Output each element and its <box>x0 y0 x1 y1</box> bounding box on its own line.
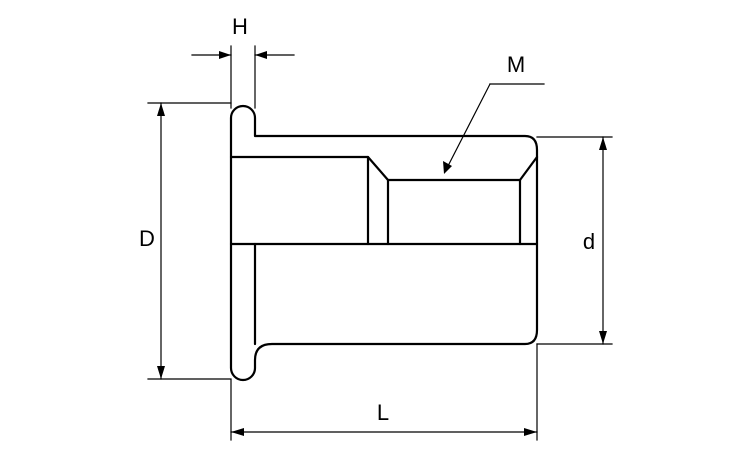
rivet-nut-outline <box>229 104 539 382</box>
threaded-bore <box>229 155 539 182</box>
d-arrow-bottom <box>599 331 607 344</box>
M-label: M <box>507 52 525 77</box>
d-arrow-top <box>599 137 607 150</box>
dimension-D: D <box>139 102 232 380</box>
dimension-M: M <box>443 52 545 174</box>
L-arrow-left <box>231 428 244 436</box>
d-label: d <box>583 229 595 254</box>
H-arrow-left <box>219 51 231 59</box>
dimension-L: L <box>230 343 538 441</box>
M-arrow <box>443 161 452 174</box>
D-label: D <box>139 226 155 251</box>
dimension-d: d <box>536 136 613 345</box>
H-label: H <box>232 14 248 39</box>
outer-contour <box>229 104 539 382</box>
D-arrow-top <box>157 103 165 116</box>
L-label: L <box>377 400 389 425</box>
M-leader-diagonal <box>447 83 491 167</box>
L-arrow-right <box>524 428 537 436</box>
D-arrow-bottom <box>157 366 165 379</box>
H-arrow-right <box>255 51 267 59</box>
dimension-H: H <box>191 14 295 109</box>
